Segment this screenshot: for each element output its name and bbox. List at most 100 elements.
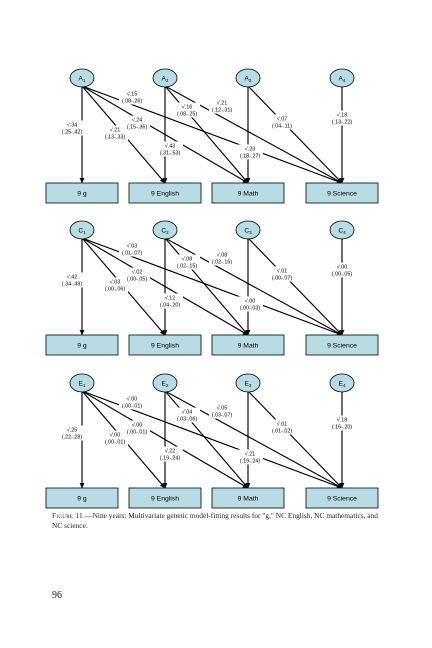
path-label-bg <box>329 415 355 431</box>
path-label-bg <box>119 241 145 257</box>
observed-box-3 <box>211 182 285 204</box>
latent-node-c2 <box>152 220 178 240</box>
path-arrow-1-3 <box>164 390 343 489</box>
observed-label-1: 9 g <box>77 495 87 502</box>
latent-node-a4 <box>329 68 355 88</box>
observed-label-2: 9 English <box>151 190 179 197</box>
path-estimate-1-3: √.21 <box>217 100 227 107</box>
path-label-bg <box>157 141 183 157</box>
figure-caption: Figure 11.—Nine years: Multivariate gene… <box>52 511 388 531</box>
latent-label-c1: C1 <box>78 227 86 235</box>
caption-label: Figure 11. <box>52 511 86 520</box>
path-estimate-0-2: √.02 <box>132 269 142 276</box>
path-ci-3-3: (.00-.05) <box>332 272 353 278</box>
path-ci-0-3: (.01-.07) <box>122 251 143 257</box>
observed-label-4: 9 Science <box>327 495 357 502</box>
path-label-bg <box>157 293 183 309</box>
path-ci-2-3: (.01-.02) <box>272 429 293 435</box>
path-arrow-2-3 <box>247 390 343 489</box>
path-arrow-1-2 <box>164 85 249 184</box>
latent-label-c4: C4 <box>338 227 346 235</box>
latent-label-e3: E3 <box>245 380 252 388</box>
path-ci-1-2: (.08-.25) <box>177 112 198 118</box>
path-estimate-1-2: √.08 <box>182 256 192 263</box>
path-label-bg <box>102 125 128 141</box>
path-ci-0-2: (.15-.36) <box>127 125 148 131</box>
path-label-bg <box>174 102 200 118</box>
latent-node-e3 <box>235 373 261 393</box>
path-label-bg <box>237 449 263 465</box>
path-ci-0-3: (.08-.26) <box>122 99 143 105</box>
path-label-bg <box>174 254 200 270</box>
path-ci-1-2: (.03-.06) <box>177 417 198 423</box>
path-label-bg <box>59 120 85 136</box>
path-estimate-0-1: √.00 <box>110 432 120 439</box>
path-label-bg <box>124 420 150 436</box>
path-ci-2-2: (.18-.27) <box>240 154 261 160</box>
observed-box-3 <box>211 487 285 509</box>
path-arrow-1-3 <box>164 85 343 184</box>
latent-node-c1 <box>69 220 95 240</box>
path-estimate-0-1: √.21 <box>110 127 120 134</box>
latent-label-c2: C2 <box>161 227 169 235</box>
path-label-bg <box>102 430 128 446</box>
observed-box-2 <box>128 182 202 204</box>
latent-node-a1 <box>69 68 95 88</box>
path-estimate-0-0: √.42 <box>67 274 77 281</box>
path-label-bg <box>269 419 295 435</box>
path-estimate-0-2: √.00 <box>132 422 142 429</box>
path-ci-0-0: (.34-.49) <box>62 282 83 288</box>
latent-node-e1 <box>69 373 95 393</box>
latent-node-c3 <box>235 220 261 240</box>
observed-label-2: 9 English <box>151 342 179 349</box>
observed-label-1: 9 g <box>77 190 87 197</box>
latent-node-a2 <box>152 68 178 88</box>
path-estimate-3-3: √.18 <box>337 112 347 119</box>
path-estimate-2-2: √.00 <box>245 298 255 305</box>
path-label-bg <box>102 277 128 293</box>
path-ci-1-3: (.02-.16) <box>212 260 233 266</box>
path-label-bg <box>59 272 85 288</box>
path-estimate-1-1: √.22 <box>165 448 175 455</box>
observed-label-3: 9 Math <box>238 190 259 197</box>
path-ci-2-3: (.00-.07) <box>272 276 293 282</box>
path-ci-0-2: (.00-.01) <box>127 430 148 436</box>
path-estimate-1-3: √.08 <box>217 252 227 259</box>
latent-label-c3: C3 <box>244 227 252 235</box>
path-estimate-0-3: √.00 <box>127 396 137 403</box>
observed-box-2 <box>128 487 202 509</box>
path-label-bg <box>119 89 145 105</box>
path-label-bg <box>269 266 295 282</box>
path-estimate-1-1: √.12 <box>165 295 175 302</box>
path-estimate-0-1: √.03 <box>110 279 120 286</box>
page-number: 96 <box>52 590 62 601</box>
path-ci-2-3: (.04-.11) <box>272 124 292 130</box>
path-ci-2-2: (.19-.24) <box>240 459 261 465</box>
latent-node-e2 <box>152 373 178 393</box>
path-ci-1-1: (.19-.24) <box>160 456 181 462</box>
observed-label-2: 9 English <box>151 495 179 502</box>
path-label-bg <box>124 267 150 283</box>
path-estimate-2-3: √.07 <box>277 116 287 123</box>
path-estimate-1-1: √.43 <box>165 143 175 150</box>
path-ci-1-3: (.03-.07) <box>212 413 233 419</box>
path-estimate-2-2: √.23 <box>245 146 255 153</box>
path-ci-0-1: (.00-.06) <box>105 287 126 293</box>
path-estimate-2-3: √.01 <box>277 421 287 428</box>
path-estimate-1-3: √.05 <box>217 405 227 412</box>
observed-box-2 <box>128 334 202 356</box>
latent-label-e4: E4 <box>339 380 346 388</box>
path-ci-0-0: (.22-.28) <box>62 435 83 441</box>
path-ci-3-3: (.16-.20) <box>332 425 353 431</box>
path-arrow-1-2 <box>164 237 249 336</box>
observed-box-1 <box>45 487 119 509</box>
path-estimate-3-3: √.00 <box>337 264 347 271</box>
path-estimate-0-3: √.03 <box>127 243 137 250</box>
path-estimate-0-2: √.24 <box>132 117 142 124</box>
path-label-bg <box>209 250 235 266</box>
latent-label-a3: A3 <box>245 75 252 83</box>
caption-text: —Nine years: Multivariate genetic model-… <box>52 511 378 530</box>
path-label-bg <box>269 114 295 130</box>
